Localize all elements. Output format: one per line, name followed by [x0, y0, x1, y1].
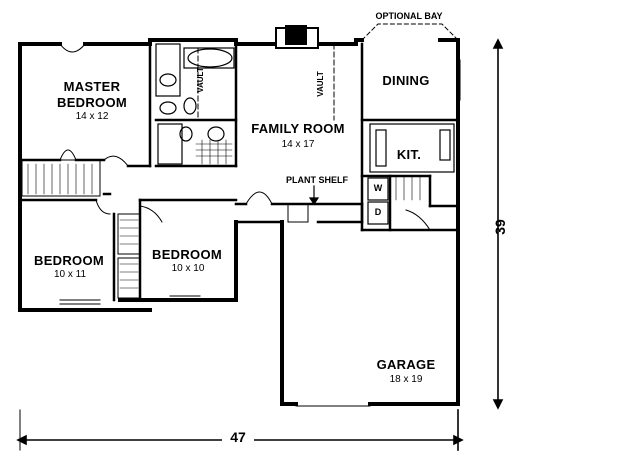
bath-fixtures	[155, 43, 235, 165]
plant-shelf-arrow	[308, 185, 320, 206]
bedroom-3-size: 10 x 10	[171, 263, 205, 274]
door-swings	[59, 43, 431, 231]
bedroom-2-size: 10 x 11	[53, 269, 87, 280]
master-bedroom-label-line1: MASTER	[63, 79, 121, 94]
dining-label: DINING	[382, 73, 430, 88]
garage-label: GARAGE	[376, 357, 436, 372]
kitchen-label: KIT.	[392, 148, 426, 161]
closets	[21, 159, 309, 299]
bedroom-2-label: BEDROOM	[34, 253, 104, 268]
plant-shelf-label: PLANT SHELF	[286, 175, 348, 185]
garage-size: 18 x 19	[389, 374, 423, 385]
kitchen-counters	[367, 123, 455, 225]
master-bedroom-size: 14 x 12	[75, 111, 109, 122]
dryer-label: D	[374, 207, 382, 217]
optional-bay-outline	[361, 23, 459, 41]
optional-bay-label: OPTIONAL BAY	[375, 11, 443, 21]
shower-tile-grid	[195, 139, 233, 165]
bedroom-3-label: BEDROOM	[152, 247, 222, 262]
vault-bath-label: VAULT	[196, 67, 205, 93]
fireplace	[275, 25, 319, 49]
vault-family-label: VAULT	[316, 71, 325, 97]
interior-walls	[18, 42, 460, 302]
windows	[59, 59, 461, 407]
washer-label: W	[373, 183, 383, 193]
width-dimension-label: 47	[222, 430, 254, 444]
depth-dimension-label: 39	[492, 219, 508, 235]
vault-lines	[197, 43, 335, 121]
family-room-label: FAMILY ROOM	[251, 121, 345, 136]
family-room-size: 14 x 17	[281, 139, 315, 150]
master-bedroom-label-line2: BEDROOM	[57, 95, 127, 110]
